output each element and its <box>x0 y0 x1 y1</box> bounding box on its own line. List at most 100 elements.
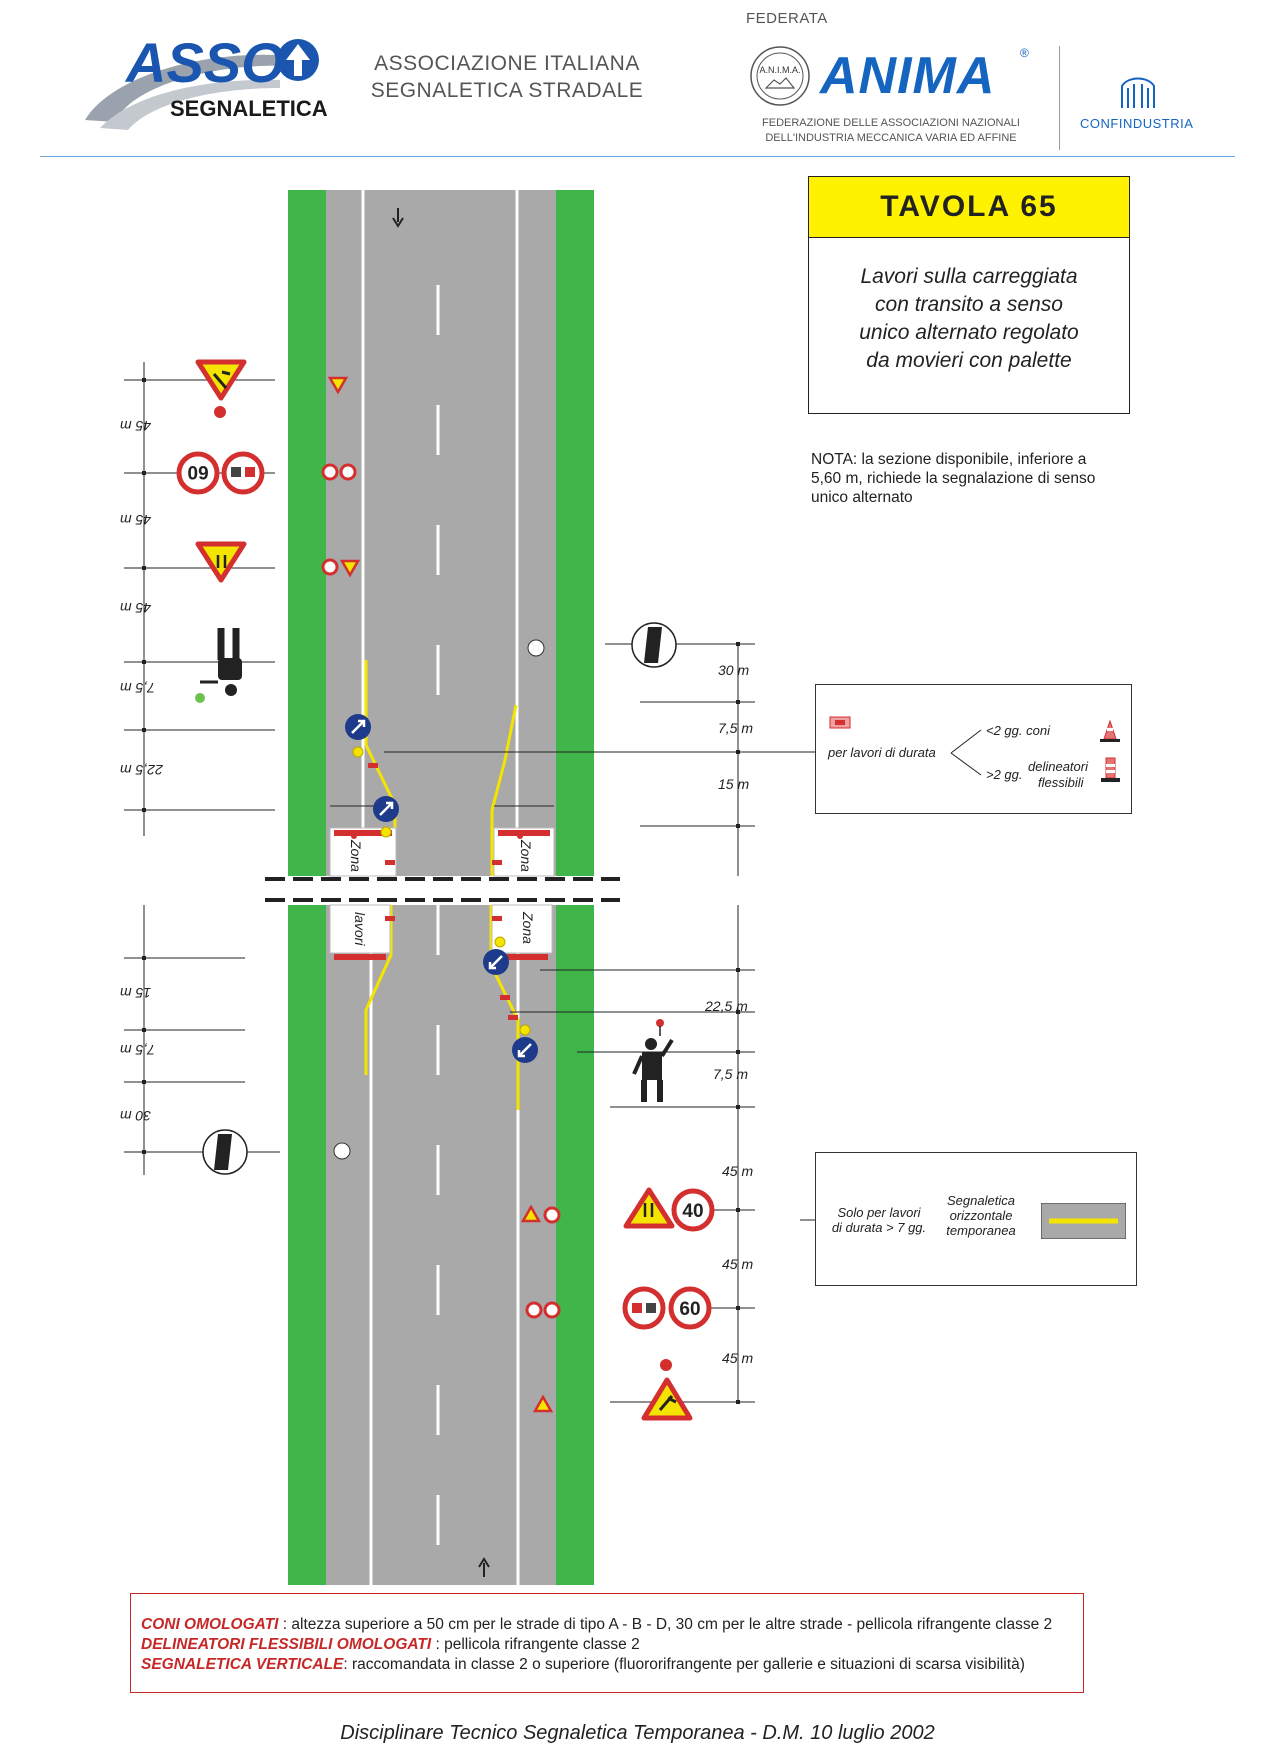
fed-line-2: DELL'INDUSTRIA MECCANICA VARIA ED AFFINE <box>765 132 1017 144</box>
keep-right-sign-icon <box>483 949 509 975</box>
dist-right-3: 15 m <box>718 776 750 792</box>
legend2-left: Solo per lavori di durata > 7 gg. <box>824 1205 934 1235</box>
speed-limit-40-text: 40 <box>682 1201 703 1222</box>
direction-arrow-up-icon <box>478 1557 490 1577</box>
legend2-left-line-2: di durata > 7 gg. <box>831 1220 927 1235</box>
keep-left-sign-icon <box>373 796 399 822</box>
direction-arrow-down-icon <box>392 208 404 228</box>
association-name: ASSOCIAZIONE ITALIANA SEGNALETICA STRADA… <box>362 50 652 104</box>
dist-right-1: 30 m <box>718 662 750 678</box>
small-circle-sign-icon <box>339 463 357 481</box>
red-lamps <box>214 406 523 839</box>
small-circle-sign-icon <box>543 1301 561 1319</box>
anima-wordmark: ANIMA <box>820 47 996 105</box>
speed-limit-sign-icon: 40 <box>671 1188 715 1232</box>
tavola-box: TAVOLA 65 Lavori sulla carreggiata con t… <box>808 176 1130 414</box>
speed-limit-top-text: 60 <box>187 461 208 482</box>
keep-left-sign-icon <box>345 714 371 740</box>
note-delineatori-label: DELINEATORI FLESSIBILI OMOLOGATI <box>141 1636 432 1653</box>
legend-option-delineators-a: >2 gg. <box>986 767 1023 782</box>
small-triangle-sign-icon <box>327 376 349 395</box>
header-rule <box>40 156 1235 157</box>
end-prohibition-sign-icon <box>202 1129 248 1175</box>
confindustria-label: CONFINDUSTRIA <box>1080 116 1194 131</box>
dist-left-6: 15 m <box>120 985 152 1001</box>
confindustria-emblem-icon <box>1121 77 1155 108</box>
dist-left-5: 22,5 m <box>120 762 163 778</box>
roadworks-sign-icon <box>641 1359 693 1421</box>
left-measure-dots <box>142 378 146 1154</box>
keep-right-sign-icon <box>512 1037 538 1063</box>
federation-description: FEDERAZIONE DELLE ASSOCIAZIONI NAZIONALI… <box>746 116 1036 146</box>
fed-line-1: FEDERAZIONE DELLE ASSOCIAZIONI NAZIONALI <box>762 117 1020 129</box>
notes-box: CONI OMOLOGATI : altezza superiore a 50 … <box>130 1593 1084 1693</box>
dist-left-4: 7,5 m <box>120 680 156 696</box>
zona-label-upper-right: Zona <box>518 839 534 872</box>
temp-marking-swatch-icon <box>1041 1203 1126 1239</box>
grass-right-upper <box>556 190 594 876</box>
dist-right-5: 7,5 m <box>713 1066 749 1082</box>
anima-seal-icon: A.N.I.M.A. <box>750 46 810 106</box>
speed-limit-sign-icon: 60 <box>668 1286 712 1330</box>
assoc-line-1: ASSOCIAZIONE ITALIANA <box>374 52 640 75</box>
end-restriction-marker-icon <box>333 1142 351 1160</box>
grass-right-lower <box>556 905 594 1585</box>
header-divider <box>1059 46 1060 150</box>
asphalt-upper <box>326 190 556 876</box>
speed-limit-60-text: 60 <box>679 1299 700 1320</box>
yellow-lamps <box>352 746 531 1036</box>
legend2-mid-line-1: Segnaletica <box>947 1193 1015 1208</box>
nota-line-2: 5,60 m, richiede la segnalazione di sens… <box>811 470 1096 487</box>
logo-asso-text: ASSO <box>124 31 285 94</box>
note-coni-label: CONI OMOLOGATI <box>141 1616 279 1633</box>
note-delineatori: DELINEATORI FLESSIBILI OMOLOGATI : pelli… <box>141 1636 640 1654</box>
small-triangle-sign-icon <box>520 1204 542 1223</box>
end-prohibition-sign-icon <box>631 622 677 668</box>
dist-right-2: 7,5 m <box>718 720 754 736</box>
legend-duration-box: per lavori di durata <2 gg. coni >2 gg. … <box>815 684 1132 814</box>
note-coni: CONI OMOLOGATI : altezza superiore a 50 … <box>141 1616 1052 1634</box>
temp-yellow-markings <box>364 660 520 1110</box>
dist-right-7: 45 m <box>722 1256 754 1272</box>
dist-right-8: 45 m <box>722 1350 754 1366</box>
anima-seal-text: A.N.I.M.A. <box>759 65 800 75</box>
zona-label-upper-left: Zona <box>348 839 364 872</box>
lavori-label-lower-left: lavori <box>352 912 368 946</box>
nota-text: NOTA: la sezione disponibile, inferiore … <box>811 450 1141 507</box>
no-overtaking-sign-icon <box>221 451 265 495</box>
tavola-desc-line-4: da movieri con palette <box>866 349 1072 372</box>
small-circle-sign-icon <box>525 1301 543 1319</box>
cone-icon <box>1100 719 1120 742</box>
tavola-desc-line-1: Lavori sulla carreggiata <box>860 265 1078 288</box>
small-triangle-sign-icon <box>339 559 361 578</box>
footer-reference: Disciplinare Tecnico Segnaletica Tempora… <box>340 1722 935 1744</box>
small-circle-sign-icon <box>543 1206 561 1224</box>
logo-segnaletica-text: SEGNALETICA <box>170 96 328 121</box>
note-segnaletica: SEGNALETICA VERTICALE: raccomandata in c… <box>141 1656 1025 1674</box>
note-delineatori-text: : pellicola rifrangente classe 2 <box>431 1636 640 1653</box>
legend2-mid: Segnaletica orizzontale temporanea <box>936 1193 1026 1238</box>
speed-limit-sign-icon: 60 <box>176 451 220 495</box>
nota-line-3: unico alternato <box>811 489 913 506</box>
dist-right-6: 45 m <box>722 1163 754 1179</box>
legend-option-cones: <2 gg. coni <box>986 723 1050 738</box>
dist-left-1: 45 m <box>120 418 152 434</box>
dist-right-4: 22,5 m <box>705 998 748 1014</box>
legend2-mid-line-2: orizzontale <box>949 1208 1013 1223</box>
work-zone-lower-left <box>329 904 391 960</box>
dist-left-3: 45 m <box>120 600 152 616</box>
road-narrows-sign-icon <box>195 541 247 583</box>
flagman-figure-icon <box>632 1019 674 1102</box>
dist-left-2: 45 m <box>120 512 152 528</box>
zona-label-lower-right: Zona <box>520 911 536 944</box>
legend-duration-label: per lavori di durata <box>828 745 936 760</box>
legend2-left-line-1: Solo per lavori <box>837 1205 921 1220</box>
legend-option-delineators-c: flessibili <box>1038 775 1084 790</box>
no-overtaking-sign-icon <box>622 1286 666 1330</box>
grass-left-upper <box>288 190 326 876</box>
end-restriction-marker-icon <box>527 639 545 657</box>
grass-left-lower <box>288 905 326 1585</box>
tavola-desc-line-2: con transito a senso <box>875 293 1063 316</box>
federata-label: FEDERATA <box>746 10 828 27</box>
